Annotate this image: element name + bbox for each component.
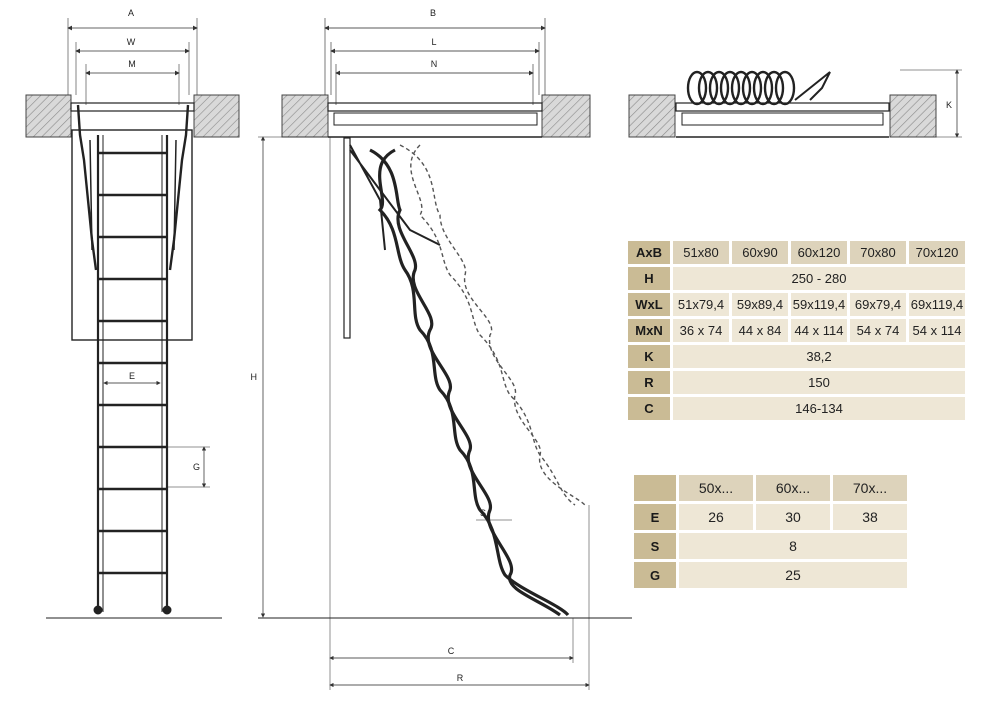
ceiling-slab-left [25, 94, 72, 138]
table-cell: 8 [679, 533, 907, 559]
label-k: K [946, 100, 952, 110]
ceiling-slab-left [281, 94, 329, 138]
table-row: H 250 - 280 [628, 267, 965, 290]
scissor-ladder-retracted [399, 144, 586, 506]
table-cell: 36 x 74 [673, 319, 729, 342]
front-view [25, 18, 240, 619]
table-cell: 51x79,4 [673, 293, 729, 316]
table-cell: 54 x 114 [909, 319, 965, 342]
table-cell: 69x79,4 [850, 293, 906, 316]
table-cell: 54 x 74 [850, 319, 906, 342]
table-cell: 150 [673, 371, 965, 394]
hatch-door-panel [71, 129, 193, 341]
table-cell: 250 - 280 [673, 267, 965, 290]
ceiling-slab-left [628, 94, 676, 138]
row-header: C [628, 397, 670, 420]
table-cell: 44 x 114 [791, 319, 847, 342]
table-cell: 25 [679, 562, 907, 588]
table-row: WxL 51x79,4 59x89,4 59x119,4 69x79,4 69x… [628, 293, 965, 316]
table-row: K 38,2 [628, 345, 965, 368]
ceiling-slab-right [541, 94, 591, 138]
table-cell: 59x119,4 [791, 293, 847, 316]
row-header: E [634, 504, 676, 530]
table-row: MxN 36 x 74 44 x 84 44 x 114 54 x 74 54 … [628, 319, 965, 342]
table-cell: 26 [679, 504, 753, 530]
table-cell: 146-134 [673, 397, 965, 420]
row-header: WxL [628, 293, 670, 316]
label-c: C [448, 646, 455, 656]
rungs [98, 151, 167, 575]
table-cell: 38,2 [673, 345, 965, 368]
table-cell: 38 [833, 504, 907, 530]
table-row: AxB 51x80 60x90 60x120 70x80 70x120 [628, 241, 965, 264]
label-l: L [431, 37, 436, 47]
column-header: 70x80 [850, 241, 906, 264]
table-cell: 69x119,4 [909, 293, 965, 316]
row-header: R [628, 371, 670, 394]
side-view [258, 18, 632, 690]
sizes-table: AxB 51x80 60x90 60x120 70x80 70x120 H 25… [625, 238, 968, 423]
label-w: W [127, 37, 136, 47]
label-g: G [193, 462, 200, 472]
table-corner: AxB [628, 241, 670, 264]
table-row: 50x... 60x... 70x... [634, 475, 907, 501]
table-cell: 44 x 84 [732, 319, 788, 342]
label-m: M [128, 59, 136, 69]
label-r: R [457, 673, 464, 683]
column-header: 60x... [756, 475, 830, 501]
row-header: MxN [628, 319, 670, 342]
label-b: B [430, 8, 436, 18]
row-header: H [628, 267, 670, 290]
label-s: S [480, 508, 486, 518]
label-a: A [128, 8, 134, 18]
table-row: E 26 30 38 [634, 504, 907, 530]
table-cell: 30 [756, 504, 830, 530]
column-header: 50x... [679, 475, 753, 501]
table-row: S 8 [634, 533, 907, 559]
column-header: 70x120 [909, 241, 965, 264]
column-header: 60x90 [732, 241, 788, 264]
label-e: E [129, 371, 135, 381]
row-header: K [628, 345, 670, 368]
steps-table: 50x... 60x... 70x... E 26 30 38 S 8 G 25 [631, 472, 910, 591]
ceiling-slab-right [193, 94, 240, 138]
ceiling-slab-right [889, 94, 937, 138]
table-row: R 150 [628, 371, 965, 394]
column-header: 51x80 [673, 241, 729, 264]
label-n: N [431, 59, 438, 69]
column-header: 60x120 [791, 241, 847, 264]
folded-ladder-coils [686, 70, 796, 106]
row-header: S [634, 533, 676, 559]
scissor-ladder-extended [369, 148, 570, 617]
column-header: 70x... [833, 475, 907, 501]
table-corner [634, 475, 676, 501]
table-row: C 146-134 [628, 397, 965, 420]
label-h: H [251, 372, 258, 382]
row-header: G [634, 562, 676, 588]
table-row: G 25 [634, 562, 907, 588]
folded-view [628, 69, 962, 138]
table-cell: 59x89,4 [732, 293, 788, 316]
